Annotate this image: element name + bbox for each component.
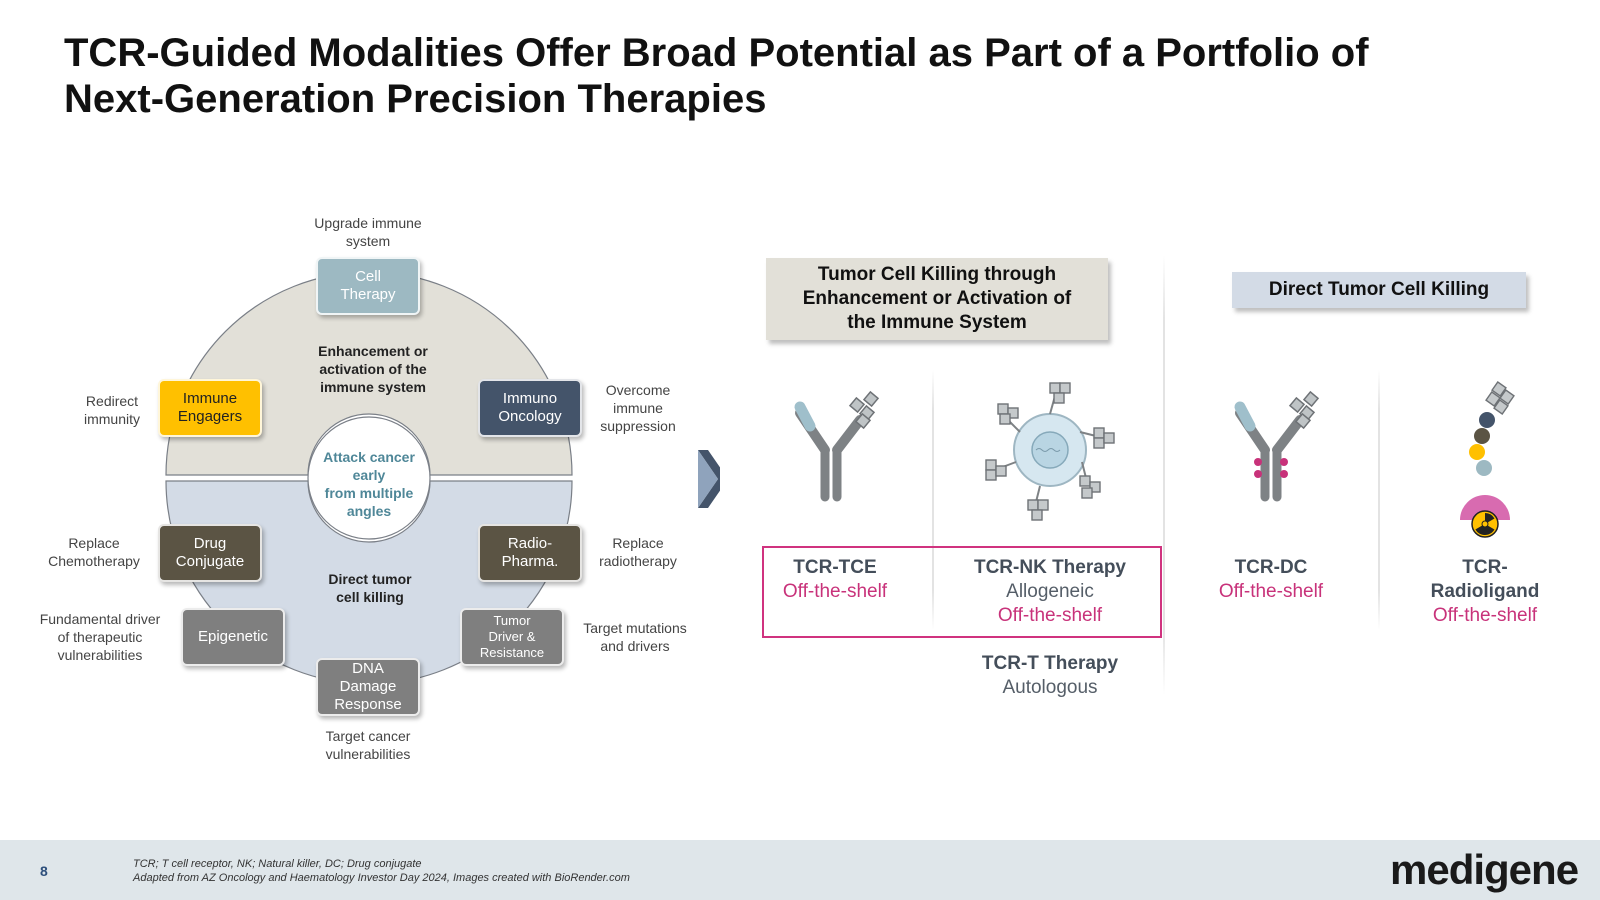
therapy-tcr-tce: TCR-TCE Off-the-shelf [782, 557, 888, 602]
footnotes: TCR; T cell receptor, NK; Natural killer… [133, 857, 630, 885]
therapy-tcr-dc: TCR-DC Off-the-shelf [1218, 557, 1324, 602]
title-line-1: TCR-Guided Modalities Offer Broad Potent… [64, 31, 1369, 75]
modality-radio-pharma: Radio-Pharma. [478, 524, 582, 582]
footnote-source: Adapted from AZ Oncology and Haematology… [133, 872, 630, 884]
title-line-2: Next-Generation Precision Therapies [64, 77, 767, 121]
separator-dc-radio [1378, 370, 1380, 630]
nk-cell-icon [985, 382, 1115, 521]
medigene-logo: medigene [1390, 846, 1579, 893]
wheel-upper-half [165, 271, 573, 476]
separator-tce-nk [932, 370, 934, 630]
off-the-shelf-highlight-box [762, 546, 1162, 638]
radioligand-icon [1460, 381, 1515, 538]
wheel-center-circle [307, 416, 431, 540]
slide-title: TCR-Guided Modalities Offer Broad Potent… [64, 30, 1504, 122]
therapy-icons [794, 381, 1515, 538]
header-direct-killing: Direct Tumor Cell Killing [1232, 272, 1526, 308]
footer-bar [0, 840, 1600, 900]
tce-antibody-icon [794, 390, 880, 502]
separator-immune-direct [1163, 255, 1165, 695]
page-number: 8 [40, 863, 48, 879]
modality-epigenetic: Epigenetic [181, 608, 285, 666]
therapy-tcr-nk: TCR-NK Therapy Allogeneic Off-the-shelf [973, 557, 1126, 626]
therapy-tcr-radioligand: TCR- Radioligand Off-the-shelf [1430, 557, 1540, 626]
dc-antibody-icon [1234, 390, 1320, 502]
chevron-right-icon [698, 450, 720, 508]
therapy-tcr-t: TCR-T Therapy Autologous [981, 653, 1119, 698]
footnote-abbreviations: TCR; T cell receptor, NK; Natural killer… [133, 858, 422, 870]
